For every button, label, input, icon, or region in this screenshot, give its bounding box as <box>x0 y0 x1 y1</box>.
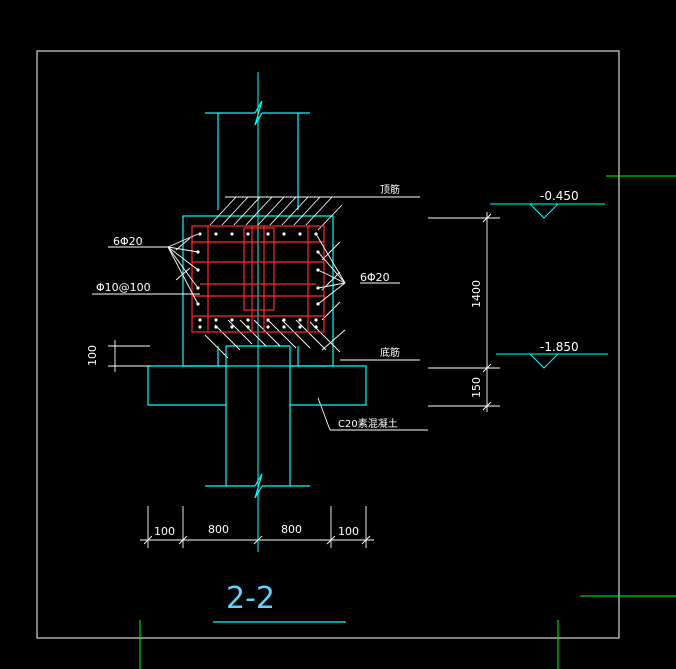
elevation-upper: -0.450 <box>540 189 579 203</box>
green-guides <box>139 175 676 669</box>
dim-left-offset: 100 <box>86 345 99 366</box>
leader-lines <box>92 233 428 431</box>
label-stirrup: Φ10@100 <box>96 281 151 294</box>
bottom-dims <box>140 506 374 548</box>
label-left-main-bars: 6Φ20 <box>113 235 143 248</box>
label-bottom-bar: 底筋 <box>380 346 400 359</box>
dim-bottom-3: 800 <box>281 523 302 536</box>
right-dims <box>428 212 500 412</box>
dim-bottom-2: 800 <box>208 523 229 536</box>
foundation <box>147 346 367 499</box>
label-top-bar: 顶筋 <box>380 183 400 196</box>
column <box>205 72 310 552</box>
drawing-frame <box>36 50 620 639</box>
rebar-cage <box>191 225 325 333</box>
elevation-markers <box>490 203 608 369</box>
left-dim <box>108 340 150 372</box>
dim-height: 1400 <box>470 280 483 308</box>
label-right-main-bars: 6Φ20 <box>360 271 390 284</box>
dim-base: 150 <box>470 377 483 398</box>
elevation-lower: -1.850 <box>540 340 579 354</box>
section-title: 2-2 <box>226 581 275 616</box>
label-concrete: C20素混凝土 <box>338 417 398 430</box>
rebar-dots <box>196 232 320 329</box>
beam-outline <box>182 215 334 367</box>
dim-bottom-1: 100 <box>154 525 175 538</box>
dim-bottom-4: 100 <box>338 525 359 538</box>
